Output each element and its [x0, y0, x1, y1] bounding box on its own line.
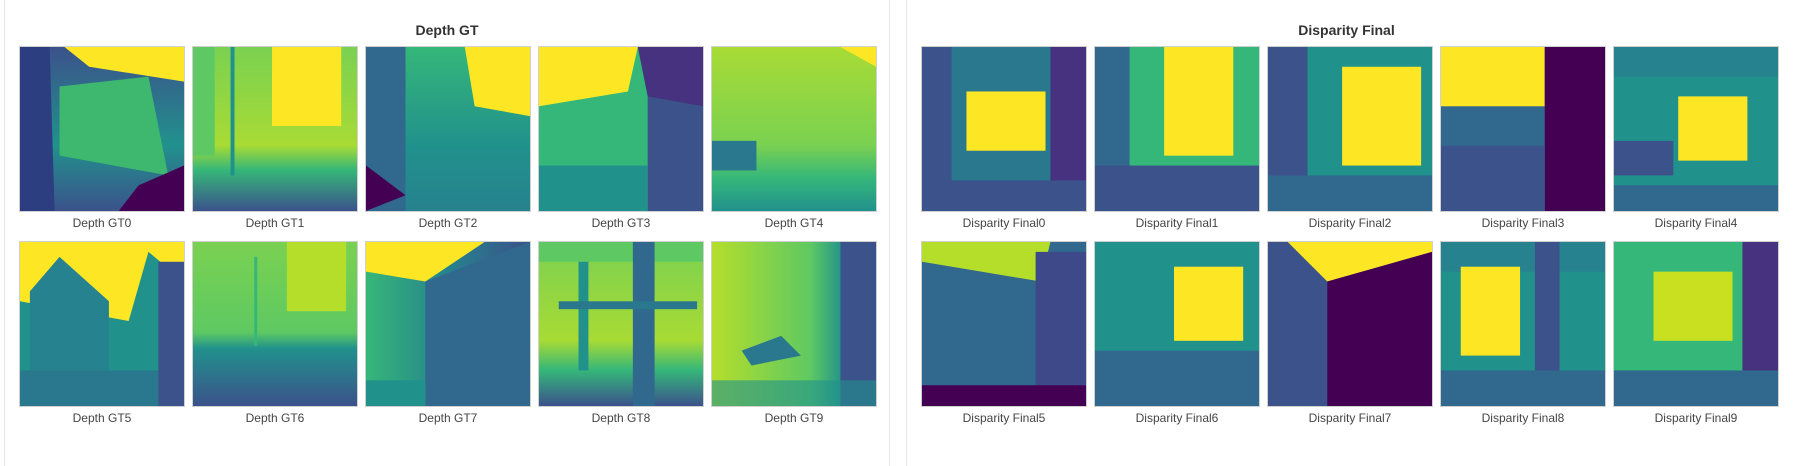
image-card[interactable]: Depth GT8: [538, 241, 704, 425]
disparity-map-image[interactable]: [1094, 46, 1260, 212]
depth-map-image[interactable]: [19, 241, 185, 407]
image-caption: Depth GT6: [245, 411, 305, 425]
image-caption: Depth GT3: [591, 216, 651, 230]
image-caption: Depth GT0: [72, 216, 132, 230]
image-card[interactable]: Disparity Final2: [1267, 46, 1433, 230]
image-card[interactable]: Disparity Final9: [1613, 241, 1779, 425]
image-caption: Disparity Final2: [1308, 216, 1392, 230]
image-card[interactable]: Depth GT2: [365, 46, 531, 230]
image-caption: Disparity Final5: [962, 411, 1046, 425]
depth-map-image[interactable]: [19, 46, 185, 212]
image-caption: Depth GT5: [72, 411, 132, 425]
image-caption: Disparity Final0: [962, 216, 1046, 230]
depth-map-image[interactable]: [192, 46, 358, 212]
depth-gt-panel: Depth GT Depth GT0 Depth GT1 Depth GT2 D…: [4, 0, 890, 466]
image-card[interactable]: Depth GT1: [192, 46, 358, 230]
panel-title: Depth GT: [415, 22, 479, 38]
disparity-map-image[interactable]: [921, 46, 1087, 212]
image-grid: Depth GT0 Depth GT1 Depth GT2 Depth GT3 …: [19, 46, 877, 425]
disparity-map-image[interactable]: [1267, 241, 1433, 407]
panel-title: Disparity Final: [1298, 22, 1395, 38]
image-caption: Disparity Final4: [1654, 216, 1738, 230]
disparity-map-image[interactable]: [1094, 241, 1260, 407]
image-caption: Disparity Final8: [1481, 411, 1565, 425]
disparity-map-image[interactable]: [1613, 46, 1779, 212]
image-card[interactable]: Depth GT9: [711, 241, 877, 425]
image-card[interactable]: Depth GT4: [711, 46, 877, 230]
image-caption: Depth GT4: [764, 216, 824, 230]
image-card[interactable]: Disparity Final7: [1267, 241, 1433, 425]
depth-map-image[interactable]: [538, 241, 704, 407]
image-caption: Disparity Final9: [1654, 411, 1738, 425]
image-caption: Disparity Final6: [1135, 411, 1219, 425]
image-caption: Depth GT1: [245, 216, 305, 230]
image-card[interactable]: Depth GT5: [19, 241, 185, 425]
image-caption: Depth GT8: [591, 411, 651, 425]
image-caption: Depth GT9: [764, 411, 824, 425]
depth-map-image[interactable]: [365, 241, 531, 407]
image-caption: Disparity Final1: [1135, 216, 1219, 230]
disparity-map-image[interactable]: [921, 241, 1087, 407]
depth-map-image[interactable]: [192, 241, 358, 407]
image-card[interactable]: Depth GT0: [19, 46, 185, 230]
disparity-map-image[interactable]: [1440, 46, 1606, 212]
image-card[interactable]: Depth GT6: [192, 241, 358, 425]
disparity-map-image[interactable]: [1613, 241, 1779, 407]
image-card[interactable]: Disparity Final1: [1094, 46, 1260, 230]
image-card[interactable]: Depth GT3: [538, 46, 704, 230]
disparity-map-image[interactable]: [1267, 46, 1433, 212]
image-grid: Disparity Final0 Disparity Final1 Dispar…: [921, 46, 1779, 425]
depth-map-image[interactable]: [538, 46, 704, 212]
image-card[interactable]: Disparity Final4: [1613, 46, 1779, 230]
depth-map-image[interactable]: [365, 46, 531, 212]
image-card[interactable]: Disparity Final5: [921, 241, 1087, 425]
image-caption: Disparity Final7: [1308, 411, 1392, 425]
image-card[interactable]: Depth GT7: [365, 241, 531, 425]
image-card[interactable]: Disparity Final0: [921, 46, 1087, 230]
image-card[interactable]: Disparity Final3: [1440, 46, 1606, 230]
image-caption: Disparity Final3: [1481, 216, 1565, 230]
image-card[interactable]: Disparity Final8: [1440, 241, 1606, 425]
image-card[interactable]: Disparity Final6: [1094, 241, 1260, 425]
image-caption: Depth GT2: [418, 216, 478, 230]
disparity-final-panel: Disparity Final Disparity Final0 Dispari…: [906, 0, 1800, 466]
image-caption: Depth GT7: [418, 411, 478, 425]
depth-map-image[interactable]: [711, 241, 877, 407]
disparity-map-image[interactable]: [1440, 241, 1606, 407]
depth-map-image[interactable]: [711, 46, 877, 212]
